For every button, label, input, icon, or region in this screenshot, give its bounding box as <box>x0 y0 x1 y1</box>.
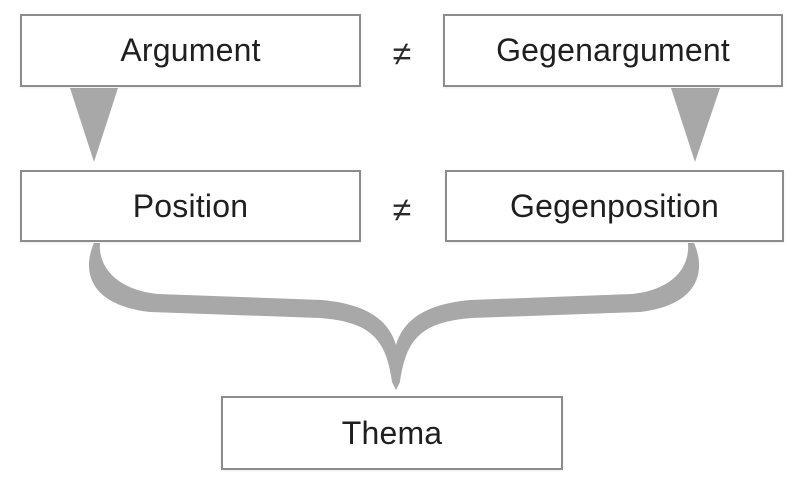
node-gegenargument: Gegenargument <box>443 14 783 87</box>
node-position: Position <box>20 170 361 242</box>
node-gegenposition-label: Gegenposition <box>510 187 719 224</box>
node-gegenargument-label: Gegenargument <box>496 32 730 68</box>
node-thema-label: Thema <box>341 414 443 451</box>
node-thema: Thema <box>221 396 563 470</box>
not-equal-sign-bottom: ≠ <box>392 191 412 229</box>
not-equal-sign-top: ≠ <box>392 35 412 73</box>
node-argument: Argument <box>20 14 361 87</box>
arrow-argument-to-position <box>70 88 118 162</box>
arrow-gegenargument-to-gegenposition <box>671 88 720 162</box>
node-argument-label: Argument <box>120 32 261 68</box>
brace-connector <box>88 243 700 390</box>
node-position-label: Position <box>132 187 249 224</box>
node-gegenposition: Gegenposition <box>445 170 784 242</box>
